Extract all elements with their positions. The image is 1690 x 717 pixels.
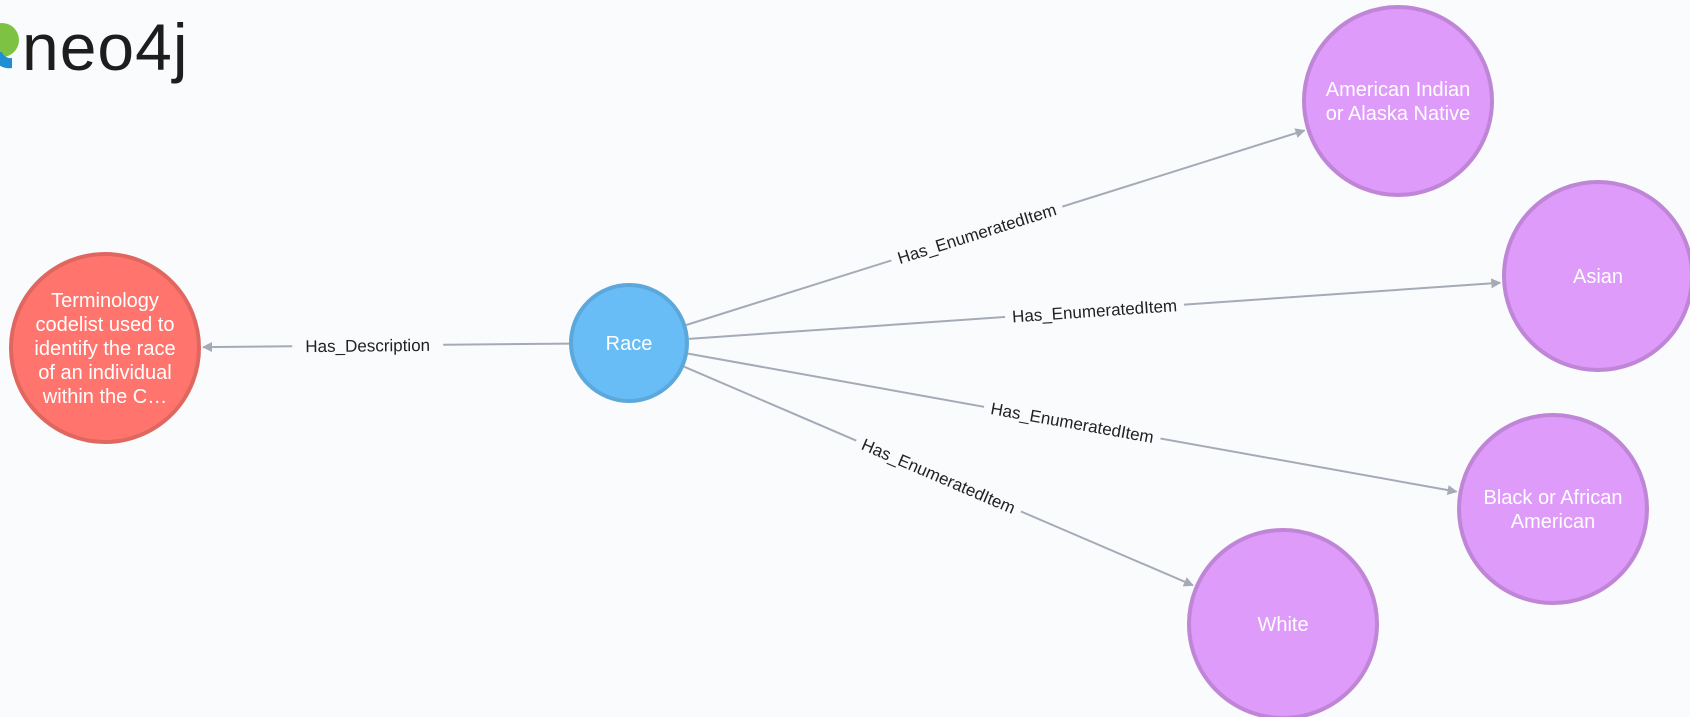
neo4j-logo-icon — [0, 23, 19, 69]
node-label-line: within the C… — [42, 386, 168, 408]
node-circle[interactable] — [9, 252, 201, 444]
node-label-line: American Indian — [1326, 79, 1471, 101]
node-asian[interactable]: Asian — [1502, 180, 1690, 372]
relationship-label-group: Has_EnumeratedItem — [982, 395, 1163, 450]
relationship-label-group: Has_EnumeratedItem — [1004, 293, 1185, 328]
relationship-label-group: Has_Description — [292, 333, 444, 358]
relationship-label: Has_EnumeratedItem — [895, 200, 1058, 268]
node-label-line: Race — [606, 333, 653, 355]
relationship-black[interactable]: Has_EnumeratedItem — [687, 352, 1458, 496]
relationship-desc[interactable]: Has_Description — [201, 333, 570, 358]
node-label-line: Black or African — [1484, 487, 1623, 509]
relationship-label-background — [888, 196, 1066, 271]
relationship-label-group: Has_EnumeratedItem — [851, 430, 1026, 522]
relationship-label-background — [982, 395, 1163, 450]
node-label-line: White — [1257, 614, 1308, 636]
relationship-label-background — [292, 333, 444, 358]
neo4j-logo: neo4j — [0, 10, 189, 84]
node-label-line: of an individual — [38, 362, 171, 384]
relationship-label-group: Has_EnumeratedItem — [888, 196, 1066, 271]
node-race[interactable]: Race — [569, 283, 689, 403]
node-circle[interactable] — [1457, 413, 1649, 605]
edges-layer: Has_DescriptionHas_EnumeratedItemHas_Enu… — [201, 128, 1502, 587]
node-label-line: codelist used to — [36, 314, 175, 336]
node-circle[interactable] — [1302, 5, 1494, 197]
relationship-label: Has_Description — [305, 336, 430, 356]
node-white[interactable]: White — [1187, 528, 1379, 717]
node-circle[interactable] — [1187, 528, 1379, 717]
node-label-line: Terminology — [51, 290, 159, 312]
node-label-line: Asian — [1573, 266, 1623, 288]
relationship-asian[interactable]: Has_EnumeratedItem — [688, 278, 1502, 340]
node-label-line: American — [1511, 511, 1595, 533]
node-circle[interactable] — [1502, 180, 1690, 372]
logo-text: neo4j — [22, 10, 189, 84]
node-label-line: identify the race — [34, 338, 175, 360]
node-circle[interactable] — [569, 283, 689, 403]
relationship-label-background — [1004, 293, 1185, 328]
relationship-aian[interactable]: Has_EnumeratedItem — [685, 128, 1306, 326]
node-label-line: or Alaska Native — [1326, 103, 1471, 125]
relationship-label-background — [851, 430, 1026, 522]
relationship-label: Has_EnumeratedItem — [859, 435, 1018, 518]
